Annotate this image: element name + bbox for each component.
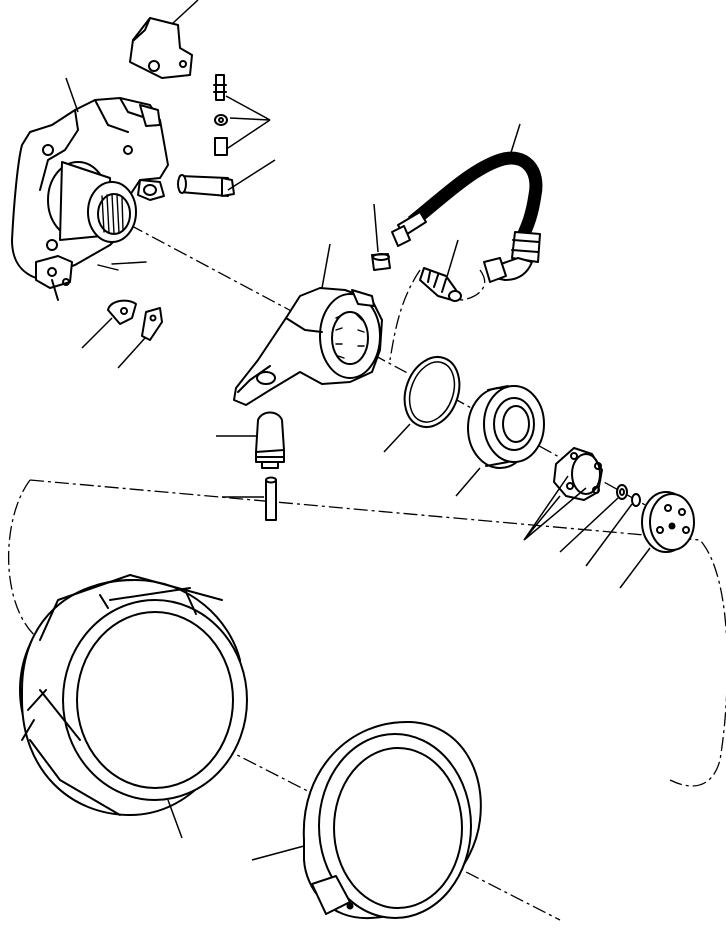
hub	[553, 447, 603, 501]
end-plate	[641, 491, 695, 553]
snap-ring	[402, 356, 461, 428]
leader-lever	[321, 243, 331, 289]
leader-housing	[65, 77, 79, 113]
leader-o-ring	[585, 503, 633, 567]
leader-end-plate	[619, 547, 651, 589]
roll-pin	[265, 476, 277, 521]
leader-washer	[559, 497, 619, 553]
clip	[141, 307, 163, 341]
plunger	[255, 411, 285, 469]
leader-snap-ring	[383, 423, 411, 453]
leader-fittings	[225, 95, 271, 149]
leader-clip	[117, 337, 146, 369]
bearing	[467, 385, 545, 469]
o-ring	[631, 493, 641, 507]
leader-adapter	[373, 203, 379, 253]
leader-bleeder	[445, 239, 459, 281]
leader-hub	[523, 475, 587, 541]
hydraulic-hose	[391, 151, 543, 283]
mounting-bracket	[129, 17, 193, 79]
leader-brake-band	[167, 799, 183, 839]
leader-lock-plate	[81, 317, 113, 349]
leader-brake-lining	[251, 845, 305, 861]
brake-housing	[11, 97, 169, 301]
washer	[616, 484, 628, 500]
brake-lining	[302, 720, 482, 920]
adapter-fitting	[371, 253, 391, 271]
brake-band	[19, 574, 248, 816]
bleeder-valve	[419, 267, 462, 302]
leader-pin	[227, 159, 276, 191]
brake-lever	[233, 287, 383, 406]
leader-bearing	[455, 467, 481, 497]
cotter-pin	[97, 261, 147, 271]
leader-hose	[507, 123, 521, 163]
fitting-set	[213, 74, 228, 156]
leader-bracket	[171, 0, 199, 25]
pin	[177, 174, 235, 197]
lock-plate	[107, 299, 137, 325]
